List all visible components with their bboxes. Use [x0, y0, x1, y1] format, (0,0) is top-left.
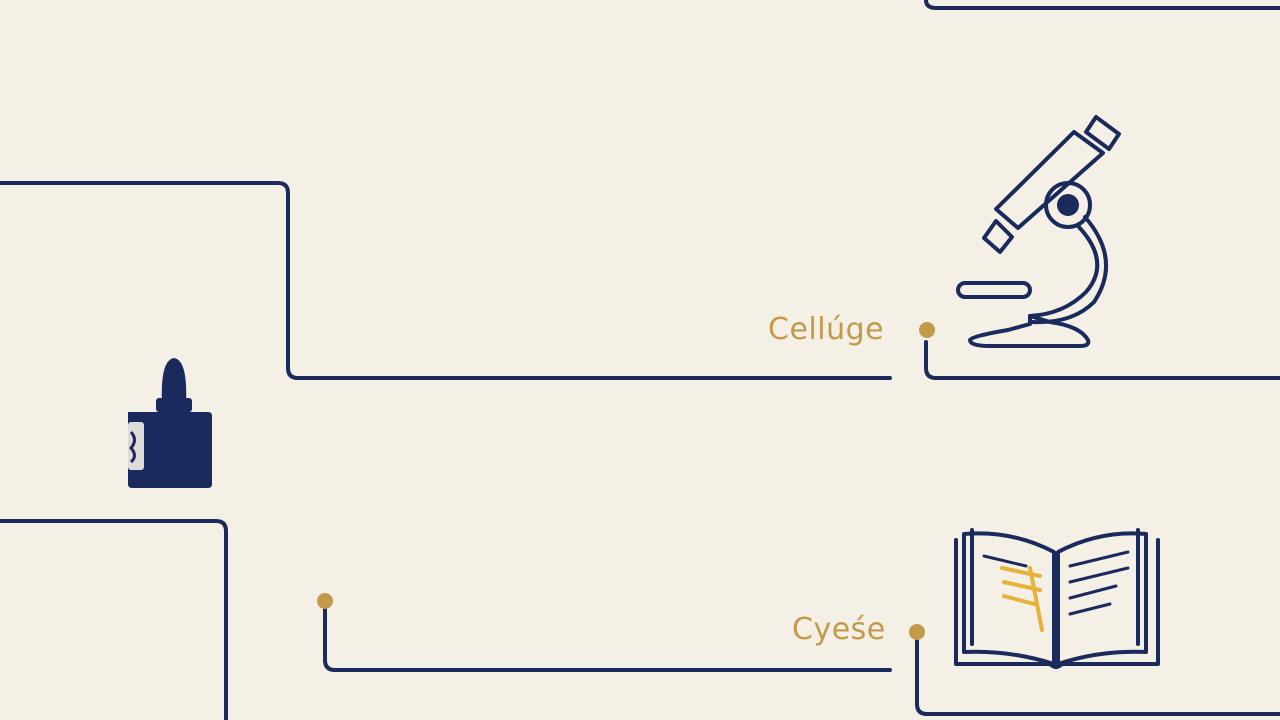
- connector-line-lower-right: [915, 636, 1280, 716]
- connector-line-lower-middle: [323, 604, 892, 672]
- connector-node-dot: [919, 322, 935, 338]
- connector-line-lower-left: [0, 519, 228, 720]
- ink-bottle-icon: [128, 358, 212, 488]
- node-label: Cyeśe: [792, 612, 886, 647]
- connector-node-dot: [909, 624, 925, 640]
- connector-node-dot: [317, 593, 333, 609]
- open-book-icon: [954, 528, 1160, 669]
- connector-line-upper-right: [924, 340, 1280, 380]
- connector-line-top-right: [924, 0, 1280, 10]
- connector-line-upper-left: [0, 181, 892, 380]
- microscope-icon: [956, 115, 1121, 348]
- node-label: Cellúge: [768, 312, 885, 347]
